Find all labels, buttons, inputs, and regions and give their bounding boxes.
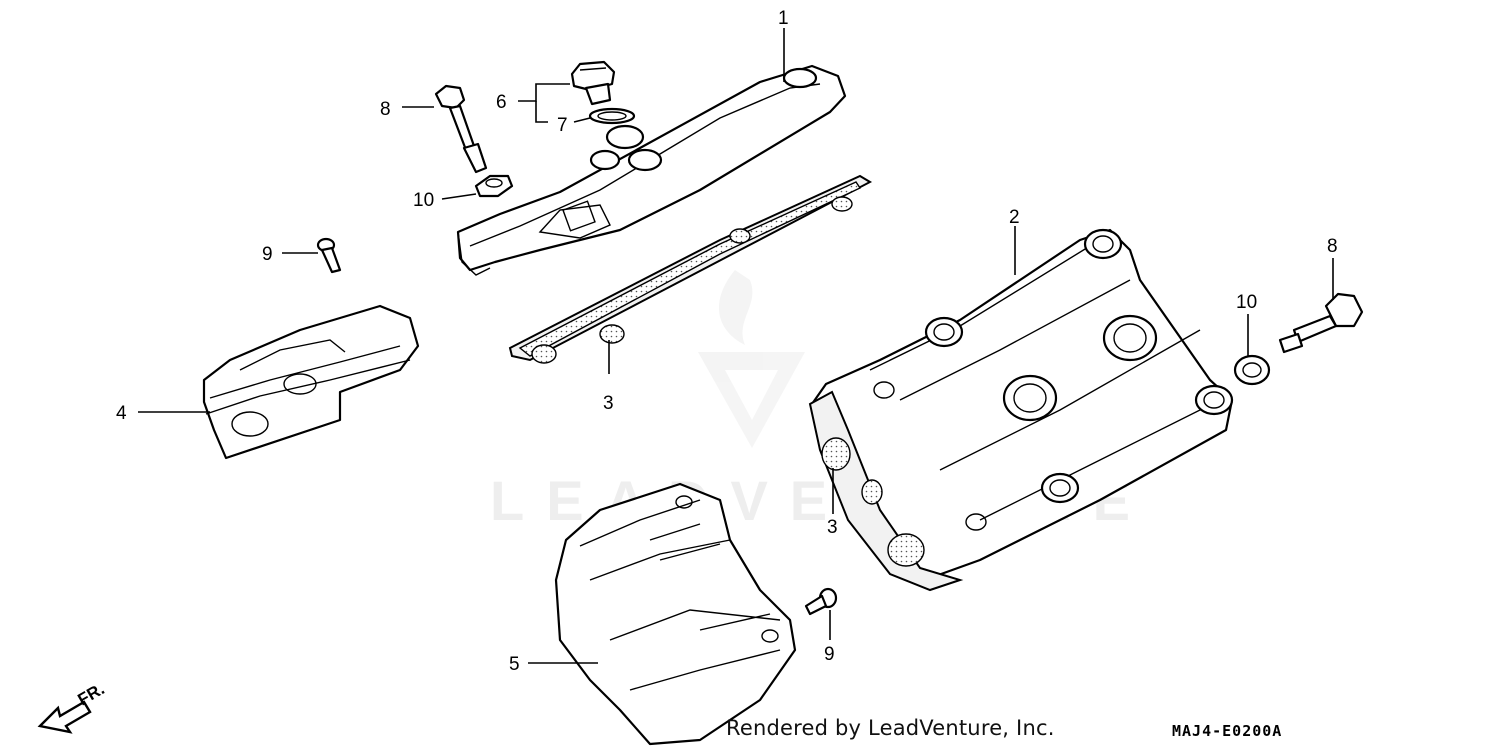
side-cover-lower[interactable] (554, 482, 797, 746)
callout-9-upper: 9 (262, 244, 273, 265)
callout-8-left: 8 (380, 99, 391, 120)
callout-10-left: 10 (413, 190, 434, 211)
head-cover-upper[interactable] (456, 64, 847, 276)
o-ring[interactable] (588, 107, 636, 125)
screw-lower[interactable] (804, 587, 838, 616)
callout-2: 2 (1009, 207, 1020, 228)
grommet-left[interactable] (474, 174, 514, 198)
bolt-left[interactable] (434, 84, 488, 174)
oil-filler-cap[interactable] (570, 60, 616, 106)
callout-3-right: 3 (827, 517, 838, 538)
render-credit: Rendered by LeadVenture, Inc. (726, 716, 1055, 740)
diagram-code: MAJ4-E0200A (1172, 722, 1283, 740)
side-cover-left[interactable] (202, 304, 420, 460)
gasket-upper[interactable] (508, 174, 873, 364)
callout-9-lower: 9 (824, 644, 835, 665)
front-arrow-icon (37, 700, 92, 734)
screw-upper[interactable] (316, 237, 342, 274)
grommet-right[interactable] (1233, 354, 1271, 386)
gasket-right[interactable] (808, 390, 964, 592)
callout-7: 7 (557, 115, 568, 136)
callout-1: 1 (778, 8, 789, 29)
callout-3-upper: 3 (603, 393, 614, 414)
bolt-right[interactable] (1278, 292, 1364, 354)
callout-6: 6 (496, 92, 507, 113)
leader-lines (138, 28, 1334, 664)
callout-8-right: 8 (1327, 236, 1338, 257)
callout-5: 5 (509, 654, 520, 675)
watermark-logo (698, 270, 805, 448)
callout-10-right: 10 (1236, 292, 1257, 313)
callout-4: 4 (116, 403, 127, 424)
